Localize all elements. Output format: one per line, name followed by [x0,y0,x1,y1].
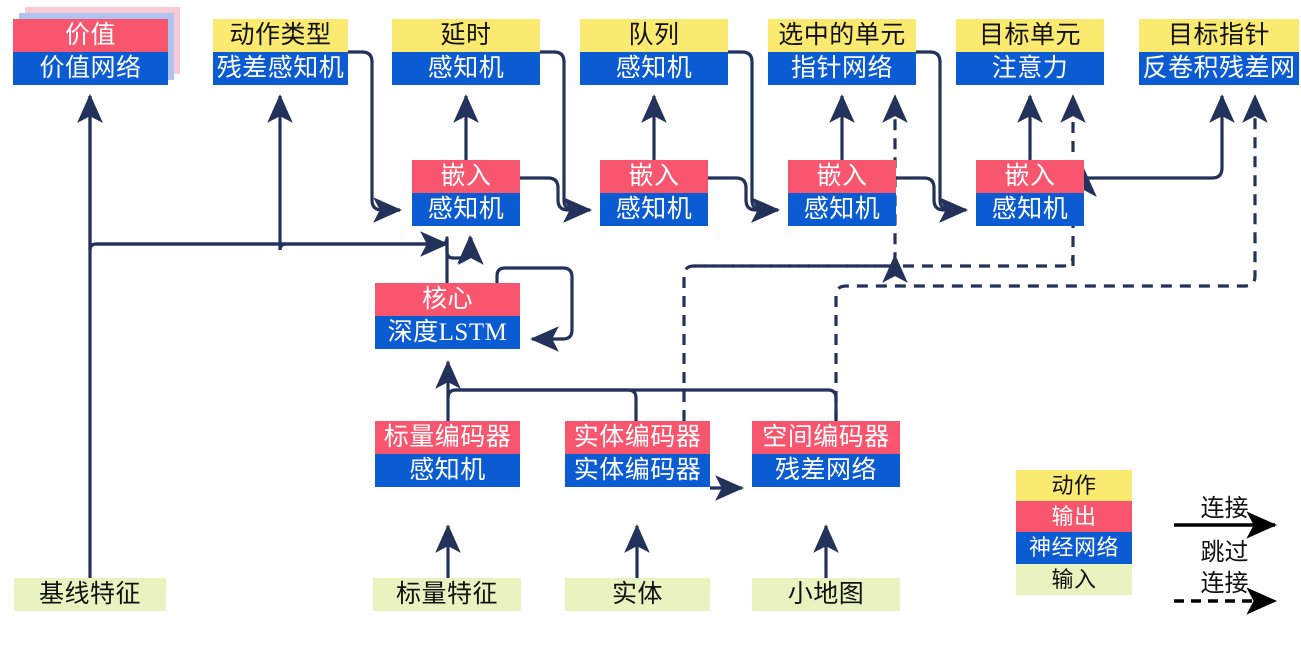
wire-core-self-loop [495,266,574,352]
legend: 动作输出神经网络输入 [1016,470,1132,595]
node-embed2-label: 嵌入 [600,160,708,193]
node-target_point-label: 目标指针 [1139,19,1299,52]
wire-embed1-to-embed2 [520,176,592,223]
legend-input: 输入 [1016,563,1132,595]
legend-skip-label-2: 连接 [1200,571,1249,597]
input-minimap[interactable]: 小地图 [752,578,900,611]
input-baseline_features-label: 基线特征 [14,578,166,611]
node-core[interactable]: 核心深度LSTM [375,283,520,349]
node-spatial_encoder-network-label: 残差网络 [752,454,900,487]
node-target_unit-label: 目标单元 [956,19,1104,52]
node-delay[interactable]: 延时感知机 [392,19,540,85]
node-embed4-label: 嵌入 [976,160,1084,193]
wire-embed3-to-embed4 [896,176,968,223]
wire-entity-to-core-bus [446,388,638,421]
node-scalar_encoder-label: 标量编码器 [375,421,520,454]
node-selected_units-network-label: 指针网络 [768,52,916,85]
node-target_point-network-label: 反卷积残差网 [1139,52,1299,85]
node-action_type-label: 动作类型 [213,19,348,52]
node-core-label: 核心 [375,283,520,316]
node-embed3-network-label: 感知机 [788,193,896,226]
node-embed3[interactable]: 嵌入感知机 [788,160,896,226]
node-spatial_encoder-label: 空间编码器 [752,421,900,454]
node-entity_encoder-label: 实体编码器 [565,421,710,454]
node-target_unit[interactable]: 目标单元注意力 [956,19,1104,85]
input-scalar_features-label: 标量特征 [373,578,521,611]
input-minimap-label: 小地图 [752,578,900,611]
node-queued[interactable]: 队列感知机 [580,19,728,85]
input-scalar_features[interactable]: 标量特征 [373,578,521,611]
wire-embed2-to-embed3 [708,176,780,223]
node-entity_encoder[interactable]: 实体编码器实体编码器 [565,421,710,487]
node-scalar_encoder[interactable]: 标量编码器感知机 [375,421,520,487]
node-delay-label: 延时 [392,19,540,52]
node-value-network-label: 价值网络 [13,52,168,85]
node-embed1-network-label: 感知机 [412,193,520,226]
skip-entity-to-selected-units [682,94,908,421]
node-embed4-network-label: 感知机 [976,193,1084,226]
node-queued-label: 队列 [580,19,728,52]
wire-embed4-to-target-point [1084,94,1235,180]
node-target_unit-network-label: 注意力 [956,52,1104,85]
wire-actiontype-to-embed1 [348,50,402,223]
legend-connect-label: 连接 [1200,496,1249,522]
node-embed2[interactable]: 嵌入感知机 [600,160,708,226]
wire-core-to-embed1 [445,236,484,265]
input-entities-label: 实体 [565,578,710,611]
node-embed4[interactable]: 嵌入感知机 [976,160,1084,226]
node-value[interactable]: 价值价值网络 [13,19,168,85]
node-embed2-network-label: 感知机 [600,193,708,226]
skip-bus-upper [694,255,1075,268]
wire-spatial-to-core-bus [456,388,838,421]
node-action_type-network-label: 残差感知机 [213,52,348,85]
legend-action: 动作 [1016,470,1132,502]
node-entity_encoder-network-label: 实体编码器 [565,454,710,487]
node-spatial_encoder[interactable]: 空间编码器残差网络 [752,421,900,487]
node-core-network-label: 深度LSTM [375,316,520,349]
node-queued-network-label: 感知机 [580,52,728,85]
node-delay-network-label: 感知机 [392,52,540,85]
node-selected_units[interactable]: 选中的单元指针网络 [768,19,916,85]
legend-network: 神经网络 [1016,532,1132,564]
legend-skip-label-1: 跳过 [1200,540,1249,566]
input-entities[interactable]: 实体 [565,578,710,611]
input-baseline_features[interactable]: 基线特征 [14,578,166,611]
node-target_point[interactable]: 目标指针反卷积残差网 [1139,19,1299,85]
node-action_type[interactable]: 动作类型残差感知机 [213,19,348,85]
node-embed1-label: 嵌入 [412,160,520,193]
legend-output: 输出 [1016,501,1132,533]
node-scalar_encoder-network-label: 感知机 [375,454,520,487]
skip-spatial-to-target-point [834,94,1268,421]
node-embed1[interactable]: 嵌入感知机 [412,160,520,226]
node-value-label: 价值 [13,19,168,52]
node-embed3-label: 嵌入 [788,160,896,193]
node-selected_units-label: 选中的单元 [768,19,916,52]
